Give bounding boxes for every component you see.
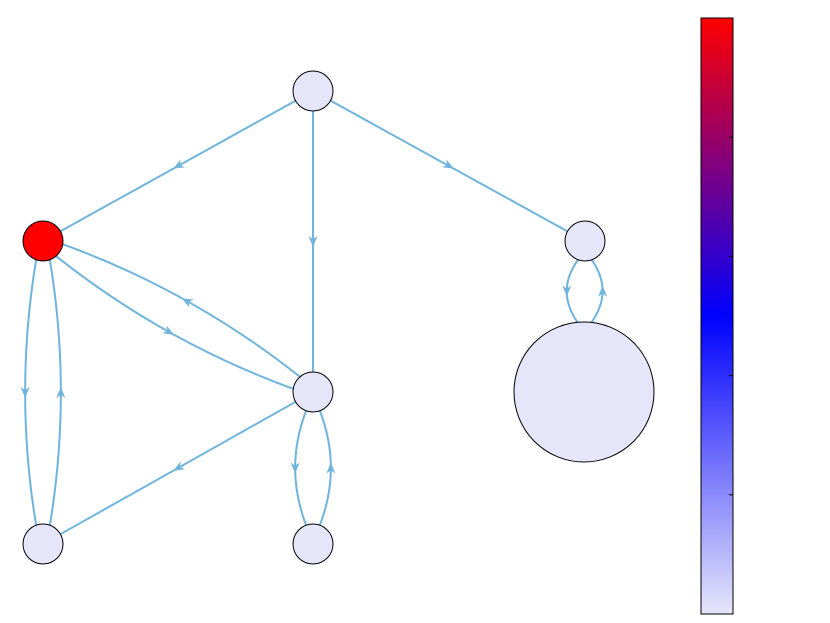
edge-n-left-to-n-center	[55, 255, 294, 390]
arrowhead-n-center-to-n-bottom-center	[290, 462, 300, 474]
arrowhead-n-bottom-left-to-n-left	[56, 387, 66, 398]
arrowhead-n-top-to-n-left	[173, 159, 185, 169]
node-big	[513, 321, 655, 463]
edge-n-center-to-n-left	[62, 243, 301, 378]
node-right	[564, 220, 606, 262]
arrowhead-n-bottom-center-to-n-center	[326, 462, 336, 474]
colorbar	[700, 17, 734, 615]
nodes-layer	[22, 70, 655, 565]
arrowhead-n-top-to-n-right	[442, 159, 454, 169]
arrowhead-n-left-to-n-bottom-left	[20, 387, 30, 398]
colorbar-ticks	[729, 136, 733, 496]
arrowhead-n-big-to-n-right	[598, 285, 608, 297]
node-left	[22, 220, 64, 262]
node-center	[292, 371, 334, 413]
arrowhead-n-top-to-n-center	[308, 236, 318, 247]
arrowhead-n-center-to-n-left	[181, 298, 194, 308]
arrowhead-n-right-to-n-big	[562, 285, 572, 297]
node-top	[292, 70, 334, 112]
node-bottom-left	[22, 523, 64, 565]
arrowhead-n-center-to-n-bottom-left	[173, 461, 186, 471]
colorbar-gradient	[700, 17, 734, 615]
arrowhead-n-left-to-n-center	[162, 325, 175, 335]
edges-layer	[20, 99, 608, 536]
node-bottom-center	[292, 523, 334, 565]
